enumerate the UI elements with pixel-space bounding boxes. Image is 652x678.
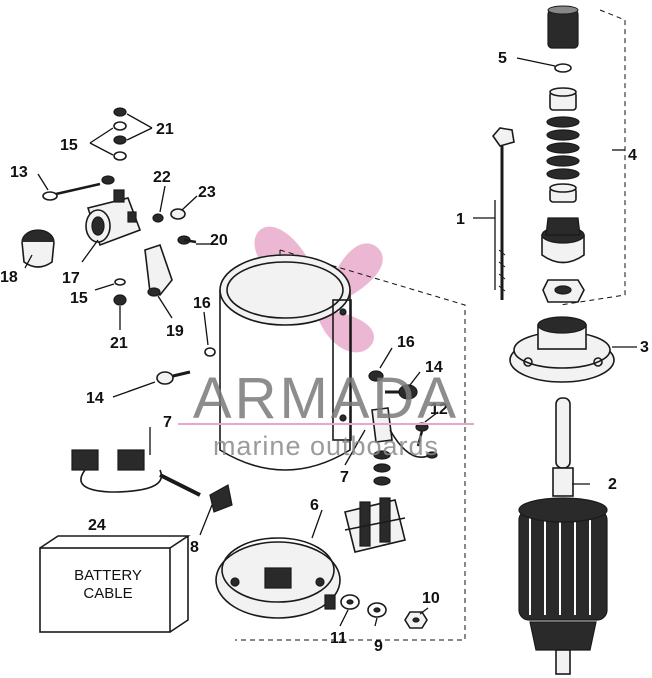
- brush-set: [71, 449, 201, 497]
- solenoid-bracket-19: [144, 243, 173, 297]
- watermark-brand: ARMADA: [193, 366, 459, 431]
- nut-23: [170, 208, 186, 220]
- battery-label-line1: BATTERY: [74, 567, 142, 584]
- spring-cup: [549, 183, 577, 203]
- pinion-stop-collar: [549, 87, 577, 111]
- callout-17: 17: [62, 270, 80, 287]
- callout-5: 5: [498, 50, 507, 67]
- battery-cable-box: [39, 535, 191, 633]
- drive-end-cap: [509, 316, 615, 383]
- callout-9: 9: [374, 638, 383, 655]
- solenoid: [85, 189, 142, 247]
- commutator-end-cap: [215, 537, 341, 619]
- washer-16-left: [204, 347, 216, 357]
- terminal-bracket: [209, 484, 233, 513]
- nut-10: [404, 611, 428, 629]
- terminal-stack: [113, 107, 127, 161]
- callout-3: 3: [640, 339, 649, 356]
- callout-12: 12: [430, 401, 448, 418]
- callout-2: 2: [608, 476, 617, 493]
- drive-spring: [546, 116, 580, 180]
- washer-11: [340, 594, 360, 610]
- watermark-tagline: marine outboards: [213, 431, 439, 461]
- leader-lines: [24, 57, 637, 627]
- callout-7-left: 7: [163, 414, 172, 431]
- solenoid-lead-13: [42, 175, 115, 201]
- callout-20: 20: [210, 232, 228, 249]
- callout-13: 13: [10, 164, 28, 181]
- callout-14-right: 14: [425, 359, 443, 376]
- brush-holder-plate: [344, 497, 406, 553]
- callout-labels: 5 1 4 3 2 6 7 7 8 9 10 11 12 13 14 14 15…: [0, 50, 649, 655]
- callout-10: 10: [422, 590, 440, 607]
- bolt-14-left: [156, 370, 191, 385]
- callout-14-left: 14: [86, 390, 104, 407]
- callout-16-left: 16: [193, 295, 211, 312]
- drive-nut: [542, 279, 585, 303]
- callout-11: 11: [330, 630, 347, 647]
- callout-21-upper: 21: [156, 121, 174, 138]
- callout-16-right: 16: [397, 334, 415, 351]
- callout-4: 4: [628, 147, 637, 164]
- bolt-14-right: [385, 384, 418, 400]
- nut-21-lower: [113, 294, 127, 306]
- washer-9: [367, 602, 387, 618]
- boot-18: [21, 229, 55, 268]
- callout-6: 6: [310, 497, 319, 514]
- callout-7-right: 7: [340, 469, 349, 486]
- drive-cap: [547, 5, 579, 49]
- field-frame-housing: [219, 254, 352, 471]
- pinion-gear: [541, 217, 585, 264]
- callout-24: 24: [88, 517, 106, 534]
- washer-16-right: [368, 370, 384, 382]
- nut-22: [152, 213, 164, 223]
- callout-19: 19: [166, 323, 184, 340]
- armature: [518, 397, 608, 675]
- retaining-ring: [554, 63, 572, 73]
- through-bolt: [491, 127, 515, 300]
- callout-23: 23: [198, 184, 216, 201]
- callout-1: 1: [456, 211, 465, 228]
- callout-15-lower: 15: [70, 290, 88, 307]
- battery-label-line2: CABLE: [83, 585, 132, 602]
- callout-21-lower: 21: [110, 335, 128, 352]
- washer-15-lower: [114, 278, 126, 286]
- callout-18: 18: [0, 269, 18, 286]
- callout-8: 8: [190, 539, 199, 556]
- callout-15-upper: 15: [60, 137, 78, 154]
- screw-20: [177, 235, 197, 245]
- callout-22: 22: [153, 169, 171, 186]
